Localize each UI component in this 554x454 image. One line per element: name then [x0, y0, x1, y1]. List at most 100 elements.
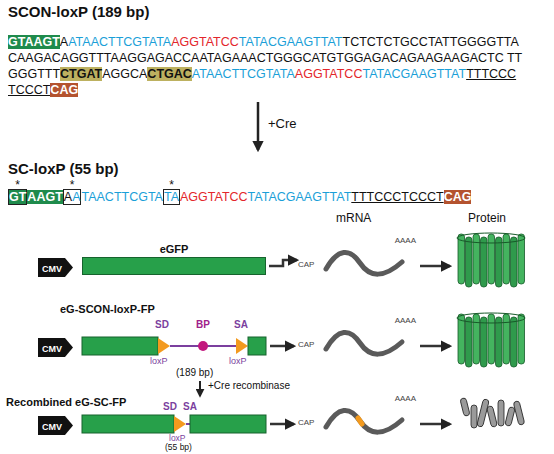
protein-fragment — [460, 398, 470, 417]
sequence-segment: GTAAGT — [8, 35, 60, 49]
annotation-label: +Cre — [268, 117, 297, 132]
protein-fragment — [477, 399, 490, 428]
intron-line — [186, 423, 190, 425]
cap-label: CAP — [298, 260, 314, 269]
promoter-arrow-fill — [38, 416, 73, 435]
beta-strand — [481, 317, 488, 367]
beta-strand — [458, 234, 465, 284]
beta-strand — [518, 234, 525, 284]
sequence-line: GGGTTTCTGATAGGCACTGACATAACTTCGTATAAGGTAT… — [8, 67, 516, 82]
beta-strand — [511, 317, 518, 367]
promoter-arrow-fill — [38, 258, 73, 277]
sequence-segment: TATACGAAGTTAT — [239, 35, 343, 49]
gene-exon — [82, 415, 174, 433]
polya-label: AAAA — [395, 316, 416, 325]
annotation-label: SD — [163, 401, 177, 413]
node-label: CMV — [38, 261, 73, 277]
beta-strand — [503, 234, 510, 284]
beta-strand — [473, 234, 480, 284]
sequence-segment: A — [60, 35, 68, 49]
recombinase-arrow — [199, 381, 201, 396]
barrel-rim — [457, 233, 525, 243]
gfp-protein — [457, 233, 525, 287]
sequence-segment: TATACGAAGTTAT — [248, 190, 352, 204]
sequence-line: CAAGACAGGTTTAAGGAGACCAATAGAAACTGGGCATGTG… — [8, 51, 522, 66]
beta-strand — [518, 314, 525, 364]
beta-strand — [503, 314, 510, 364]
sequence-segment: GGGTTT — [8, 67, 60, 81]
annotation-label: +Cre recombinase — [208, 380, 290, 392]
gene-exon — [190, 415, 266, 433]
sequence-segment: ATAACTTCGTATA — [68, 35, 171, 49]
asterisk-mark: * — [15, 179, 20, 193]
sequence-segment: TAACTTCGTA — [81, 190, 162, 204]
node-label: eGFP — [160, 243, 189, 255]
polya-label: AAAA — [395, 236, 416, 245]
sequence-segment: TCCCT — [8, 83, 50, 97]
node-label: CMV — [38, 419, 73, 435]
annotation-label: SC-loxP (55 bp) — [8, 160, 119, 177]
sequence-segment: CTGAC — [147, 67, 191, 81]
mrna-strand-line — [326, 410, 402, 432]
translation-arrow — [420, 423, 450, 426]
asterisk-mark: * — [70, 179, 75, 193]
gene-box: eGFP — [82, 257, 266, 275]
sequence-segment: CAG — [444, 190, 472, 204]
translation-arrow — [420, 345, 450, 348]
translation-arrow — [420, 265, 450, 268]
annotation-label: mRNA — [336, 212, 371, 226]
promoter-arrow: CMV — [38, 258, 73, 277]
mrna-strand: CAP AAAA — [298, 394, 416, 442]
annotation-label: eG-SCON-loxP-FP — [60, 303, 155, 316]
cap-label: CAP — [298, 418, 314, 427]
branch-point — [198, 341, 208, 351]
broken-protein — [460, 398, 525, 428]
sequence-segment: TATACGAAGTTAT — [362, 67, 466, 81]
sequence-segment: AGGTATCC — [295, 67, 363, 81]
gene-exon — [82, 337, 158, 355]
annotation-label: (189 bp) — [176, 367, 213, 379]
annotation-label: loxP — [229, 356, 247, 366]
protein-fragment — [505, 407, 515, 427]
sequence-segment: TTTCCCTCCCT — [351, 190, 443, 204]
polya-label: AAAA — [395, 394, 416, 403]
cre-arrow — [257, 102, 260, 150]
promoter-arrow: CMV — [38, 416, 73, 435]
mrna-strand-line — [326, 252, 402, 274]
sequence-segment: CAG — [50, 83, 78, 97]
barrel-rim — [457, 313, 525, 323]
sequence-line: TCCCTCAG — [8, 83, 78, 98]
transcription-arrow — [270, 423, 294, 426]
beta-strand — [473, 314, 480, 364]
sequence-segment: AAGT — [27, 190, 62, 204]
loxp-triangle — [236, 338, 248, 354]
sequence-segment: AGGTATCC — [171, 35, 239, 49]
beta-strand — [458, 314, 465, 364]
annotation-label: Recombined eG-SC-FP — [6, 396, 126, 409]
protein-fragment — [498, 400, 504, 426]
annotation-label: loxP — [150, 356, 168, 366]
annotation-label: SD — [155, 319, 169, 331]
beta-strand — [466, 317, 473, 367]
sequence-line: GTAAGTAATAACTTCGTATAAGGTATCCTATACGAAGTTA… — [8, 35, 519, 50]
sequence-segment: TTTCCC — [466, 67, 516, 81]
gene-exon — [248, 337, 266, 355]
asterisk-mark: * — [169, 179, 174, 193]
annotation-label: SCON-loxP (189 bp) — [8, 3, 149, 20]
beta-strand — [481, 237, 488, 287]
beta-strand — [466, 237, 473, 287]
sequence-segment: ATAACTTCGTATA — [192, 67, 295, 81]
transcription-arrow — [270, 345, 294, 348]
beta-strand — [488, 234, 495, 284]
mrna-strand: CAPAAAA — [298, 316, 416, 364]
promoter-arrow: CMV — [38, 338, 73, 357]
process-arrow — [269, 260, 297, 266]
annotation-label: (55 bp) — [165, 443, 192, 453]
beta-strand — [496, 317, 503, 367]
loxp-scar — [358, 418, 362, 424]
node-label: CMV — [38, 341, 73, 357]
beta-strand — [496, 237, 503, 287]
sequence-segment: AGGCA — [102, 67, 147, 81]
mrna-strand: CAP AAAA — [298, 236, 416, 284]
